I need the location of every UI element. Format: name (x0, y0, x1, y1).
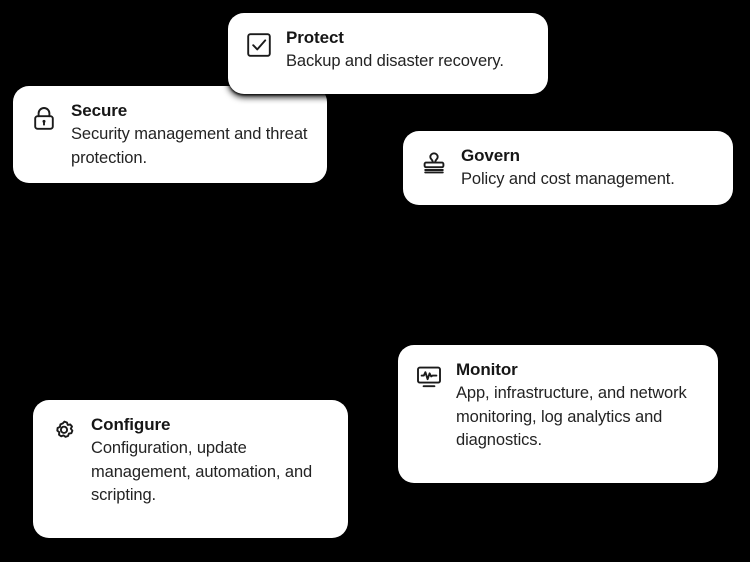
card-text: Secure Security management and threat pr… (71, 100, 311, 170)
card-text: Monitor App, infrastructure, and network… (456, 359, 702, 453)
card-govern[interactable]: Govern Policy and cost management. (403, 131, 733, 205)
card-description: Security management and threat protectio… (71, 125, 308, 167)
monitor-pulse-icon (414, 362, 444, 392)
card-secure[interactable]: Secure Security management and threat pr… (13, 86, 327, 183)
card-title: Configure (91, 415, 171, 434)
stamp-icon (419, 148, 449, 178)
card-description: App, infrastructure, and network monitor… (456, 384, 687, 450)
card-configure[interactable]: Configure Configuration, update manageme… (33, 400, 348, 538)
lock-icon (29, 103, 59, 133)
checkbox-checked-icon (244, 30, 274, 60)
card-title: Monitor (456, 360, 518, 379)
card-text: Govern Policy and cost management. (461, 145, 717, 192)
card-monitor[interactable]: Monitor App, infrastructure, and network… (398, 345, 718, 483)
card-title: Govern (461, 146, 520, 165)
card-text: Protect Backup and disaster recovery. (286, 27, 532, 74)
card-description: Policy and cost management. (461, 170, 675, 189)
card-description: Configuration, update management, automa… (91, 439, 313, 505)
card-title: Protect (286, 28, 344, 47)
card-description: Backup and disaster recovery. (286, 52, 504, 71)
card-title: Secure (71, 101, 128, 120)
gear-icon (49, 417, 79, 447)
card-protect[interactable]: Protect Backup and disaster recovery. (228, 13, 548, 94)
card-text: Configure Configuration, update manageme… (91, 414, 332, 508)
